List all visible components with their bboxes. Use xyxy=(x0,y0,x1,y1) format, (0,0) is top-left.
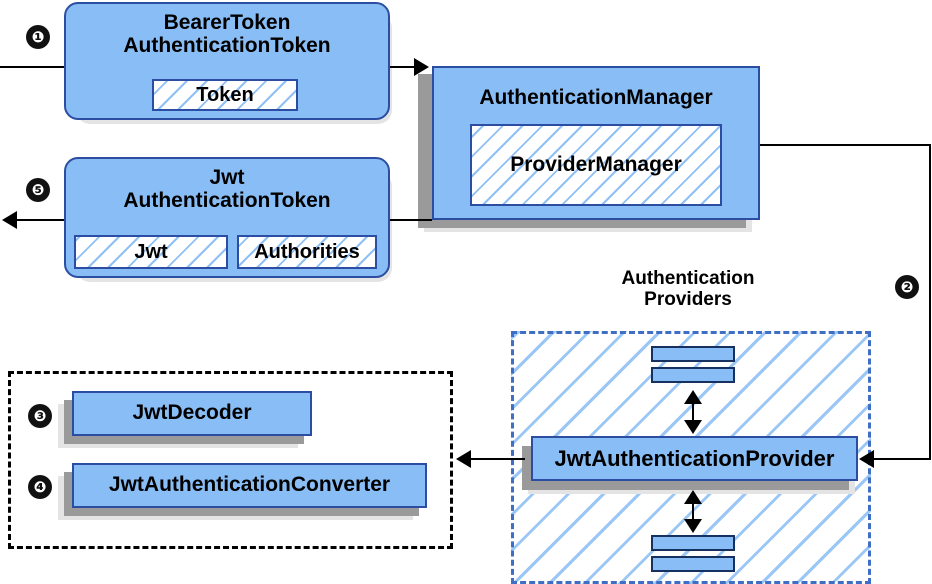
arrowhead-outgoing-response xyxy=(2,211,17,229)
slot-authorities: Authorities xyxy=(237,235,377,269)
step-marker-1: ❶ xyxy=(26,25,50,49)
providers-label-line2: Providers xyxy=(644,289,732,311)
arrowhead-bearer-to-manager xyxy=(414,58,429,76)
arrowhead-provider-stack-bottom-down xyxy=(684,519,702,533)
slot-jwt: Jwt xyxy=(74,235,228,269)
providers-label-line1: Authentication xyxy=(621,268,755,289)
provider-stack-bar-top-1 xyxy=(651,346,735,362)
jwt-token-title-line2: AuthenticationToken xyxy=(123,188,331,212)
arrowhead-into-provider xyxy=(859,450,874,468)
arrowhead-provider-stack-top-down xyxy=(684,420,702,434)
connector-into-provider xyxy=(874,458,931,460)
bearer-token-title-line1: BearerToken xyxy=(163,11,291,34)
bearer-token-title-line2: AuthenticationToken xyxy=(123,33,331,57)
node-jwt-authentication-converter[interactable]: JwtAuthenticationConverter xyxy=(72,463,427,508)
slot-token: Token xyxy=(152,79,298,111)
connector-bearer-to-manager xyxy=(390,66,418,68)
connector-manager-right xyxy=(760,144,931,146)
connector-right-down xyxy=(929,144,931,459)
step-marker-2: ❷ xyxy=(895,275,919,299)
step-marker-5: ❺ xyxy=(26,178,50,202)
provider-stack-bar-top-2 xyxy=(651,367,735,383)
node-jwt-authentication-provider[interactable]: JwtAuthenticationProvider xyxy=(531,436,858,481)
connector-provider-stack-bottom xyxy=(692,492,694,530)
connector-incoming-request xyxy=(0,66,66,68)
authentication-providers-label: Authentication Providers xyxy=(563,268,813,311)
provider-stack-bar-bottom-1 xyxy=(651,535,735,551)
node-jwt-decoder[interactable]: JwtDecoder xyxy=(72,391,312,436)
connector-outgoing-response xyxy=(17,219,67,221)
arrowhead-provider-to-support xyxy=(456,450,471,468)
slot-provider-manager: ProviderManager xyxy=(470,124,722,206)
step-marker-4: ❹ xyxy=(28,475,52,499)
connector-manager-to-jwt-token xyxy=(390,219,432,221)
authentication-manager-title: AuthenticationManager xyxy=(479,86,713,109)
arrowhead-provider-stack-top-up xyxy=(684,390,702,404)
step-marker-3: ❸ xyxy=(28,404,52,428)
connector-provider-to-support xyxy=(470,458,525,460)
arrowhead-provider-stack-bottom-up xyxy=(684,490,702,504)
jwt-token-title-line1: Jwt xyxy=(209,166,245,189)
jwt-support-components-container xyxy=(8,371,453,549)
provider-stack-bar-bottom-2 xyxy=(651,556,735,572)
connector-provider-stack-top xyxy=(692,392,694,432)
